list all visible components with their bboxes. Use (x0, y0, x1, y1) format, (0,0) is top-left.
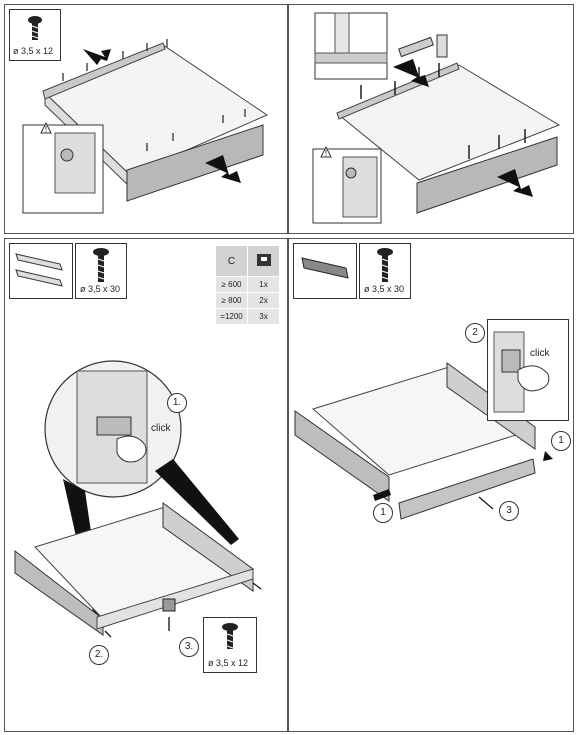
screw-icon (93, 248, 109, 282)
screw-info-box-bottom: ø 3,5 x 12 (203, 617, 257, 673)
click-label: click (151, 423, 171, 434)
step-2-marker: 2. (89, 645, 109, 665)
hand-icon (517, 365, 550, 392)
back-panel-icon (301, 257, 349, 279)
arrow-icon (373, 489, 391, 501)
drawer-assembly-illustration (14, 360, 262, 638)
screw-info-box-top: ø 3,5 x 30 (75, 243, 127, 299)
spec-header: C (215, 245, 248, 277)
panel-top-right: ! (288, 4, 574, 234)
step-1-marker: 1. (167, 393, 187, 413)
arrow-icon (83, 49, 111, 65)
screw-icon (222, 623, 238, 649)
drawer-front-attach-illustration: ! (312, 12, 561, 224)
step-1-marker-left: 1 (373, 503, 393, 523)
profile-parts-box (9, 243, 73, 299)
screw-size-label: ø 3,5 x 30 (80, 284, 121, 294)
hammer-icon (398, 36, 434, 58)
clip-icon (247, 245, 280, 277)
panel-parts-icon (15, 253, 63, 287)
click-detail-illustration (493, 331, 550, 413)
panel-top-left: ! ø 3,5 x 12 (4, 4, 288, 234)
step-2-marker: 2 (465, 323, 485, 343)
svg-text:!: ! (325, 149, 327, 158)
svg-text:!: ! (45, 125, 47, 134)
step-1-marker-right: 1 (551, 431, 571, 451)
screw-icon (377, 248, 393, 282)
drawer-back-assembly-illustration (294, 362, 553, 520)
screw-size-label: ø 3,5 x 12 (208, 658, 249, 668)
drawer-front-mount-illustration: ! (22, 39, 269, 214)
screw-size-label: ø 3,5 x 12 (13, 46, 54, 56)
screw-size-label: ø 3,5 x 30 (364, 284, 405, 294)
detail-inset: click (487, 319, 569, 421)
arrow-icon (393, 59, 429, 87)
step-3-marker: 3 (499, 501, 519, 521)
screw-info-box: ø 3,5 x 12 (9, 9, 61, 61)
click-label: click (530, 348, 550, 359)
profile-part-box (293, 243, 357, 299)
step-3-marker: 3. (179, 637, 199, 657)
screw-info-box: ø 3,5 x 30 (359, 243, 411, 299)
panel-bottom-right: ø 3,5 x 30 click 1 1 2 3 (288, 238, 574, 732)
hand-icon (116, 435, 147, 463)
screw-icon (28, 16, 42, 40)
